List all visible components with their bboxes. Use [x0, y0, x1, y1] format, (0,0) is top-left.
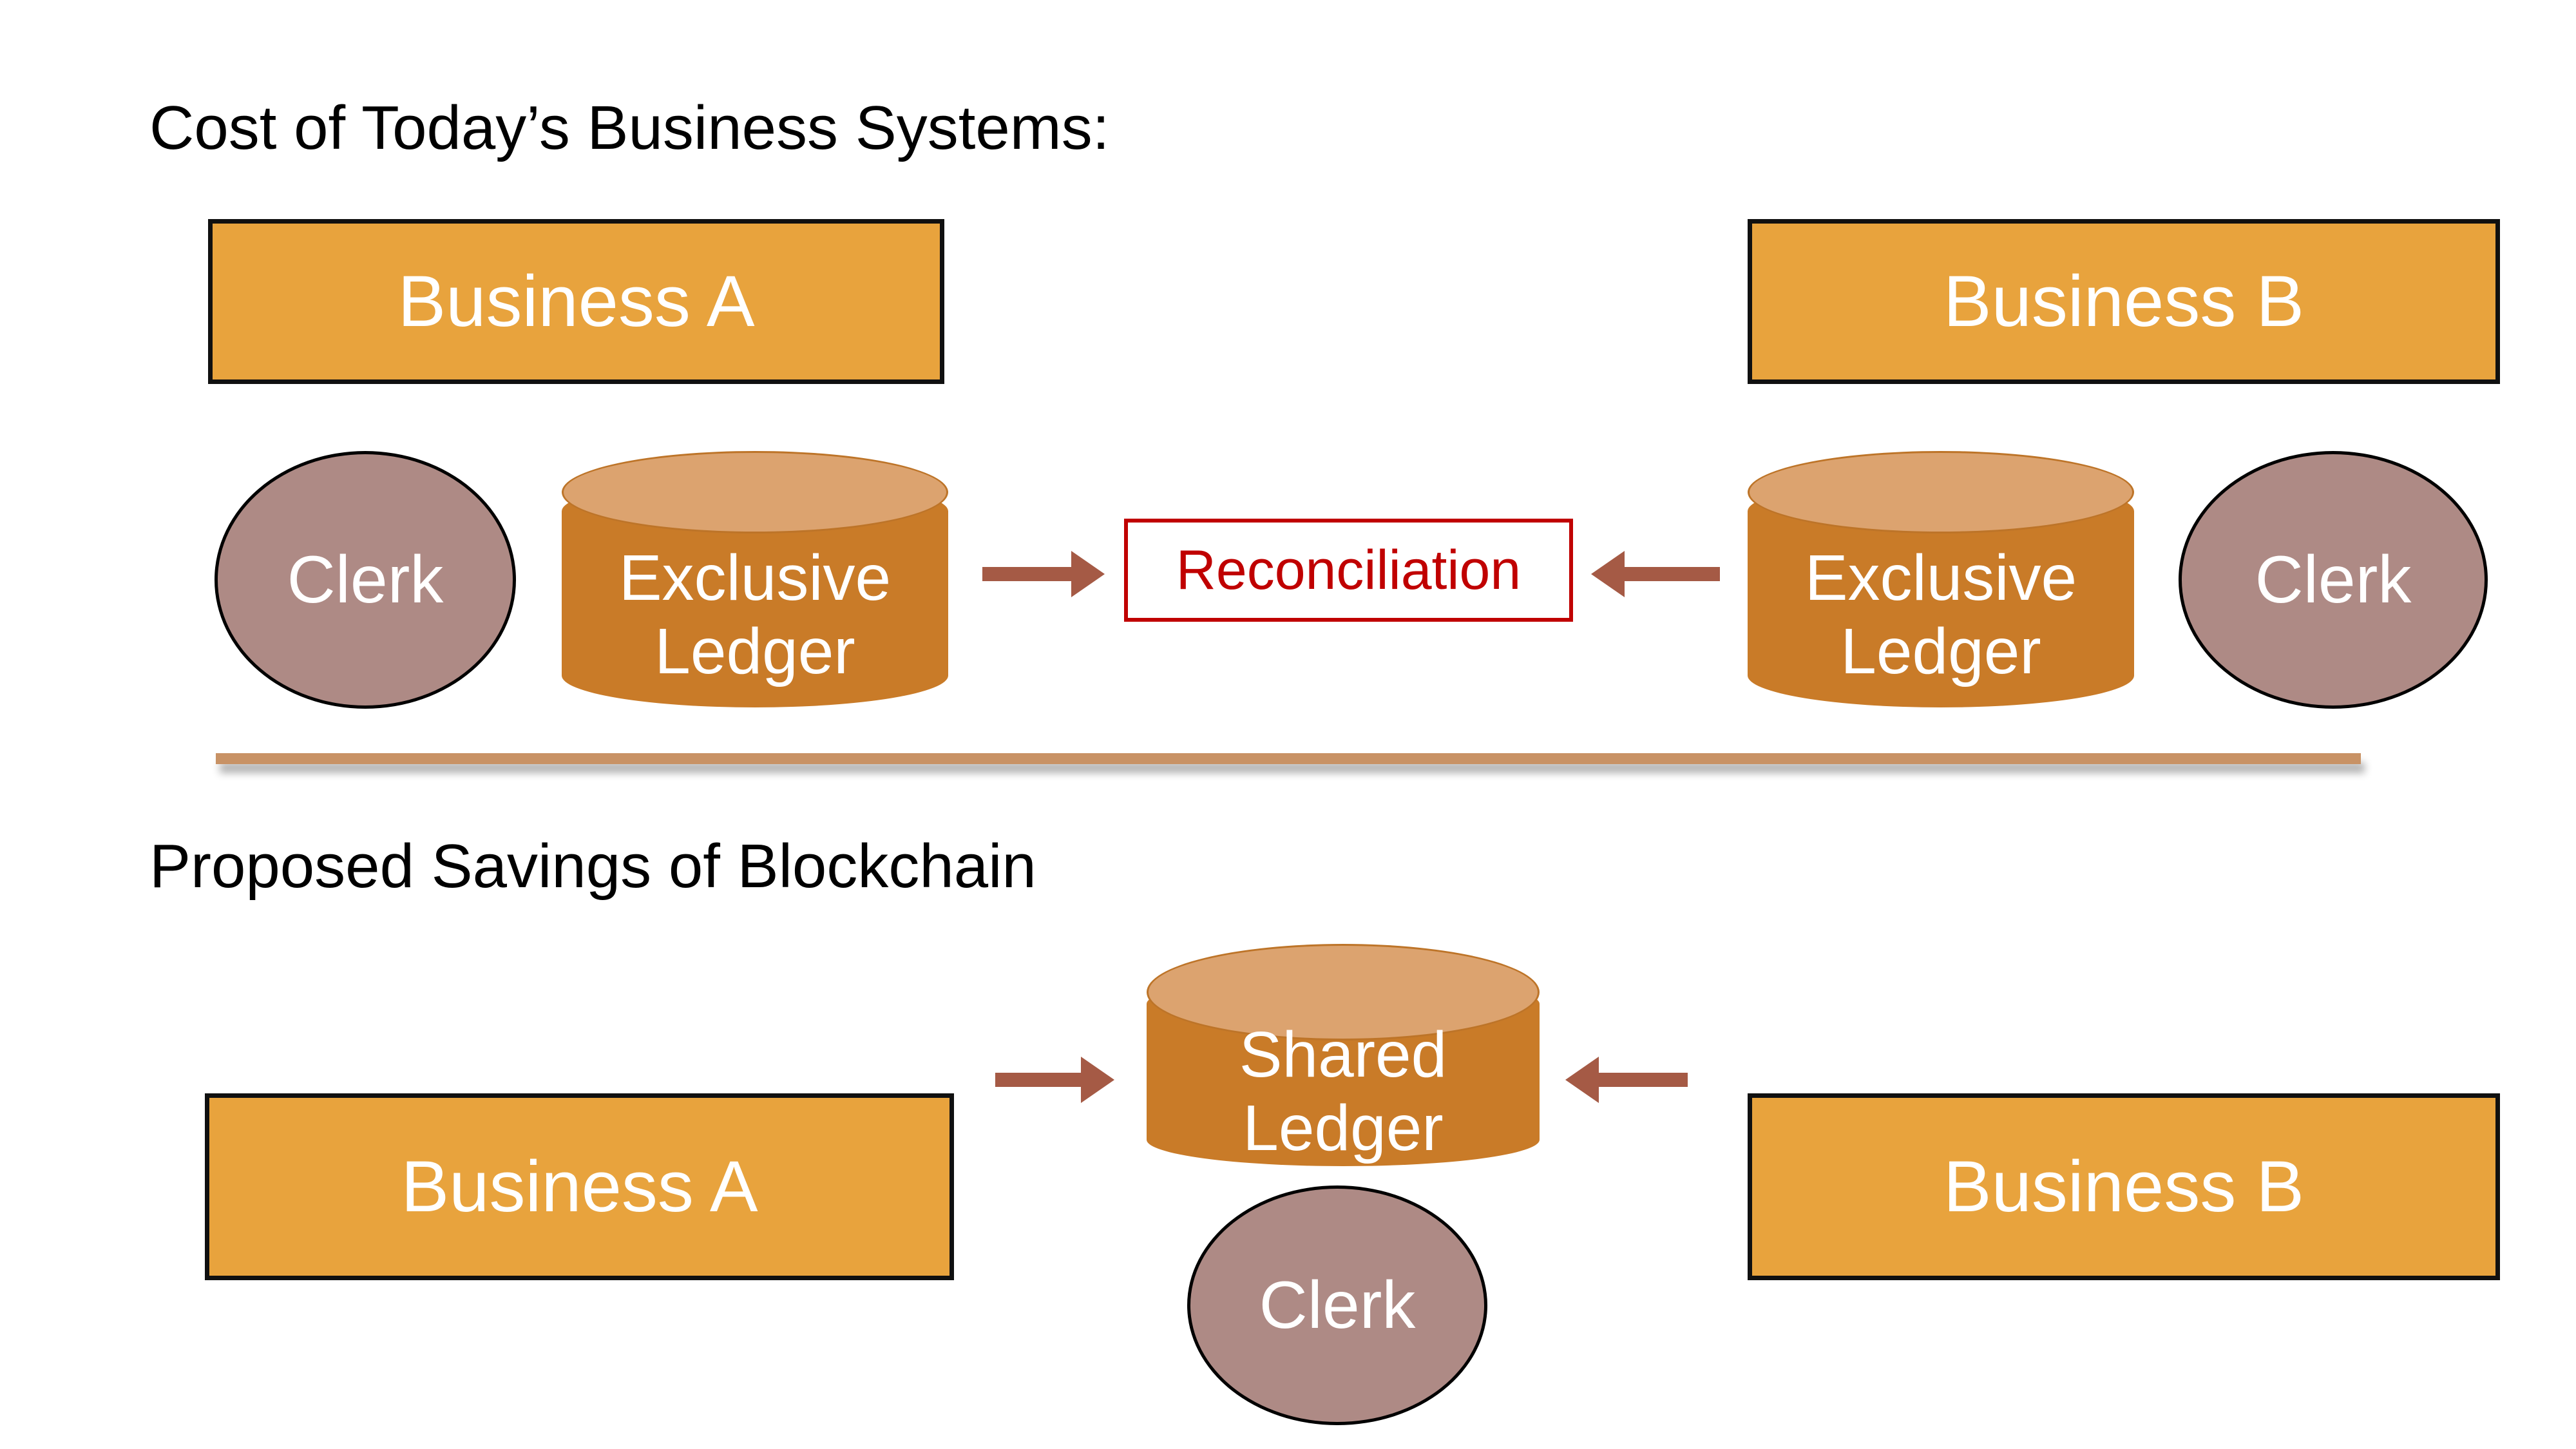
reconciliation-box[interactable]: Reconciliation — [1124, 519, 1573, 622]
arrow-shaft — [982, 567, 1075, 581]
reconciliation-label: Reconciliation — [1176, 539, 1522, 601]
arrow-head — [1591, 551, 1625, 597]
clerk-a-label-top: Clerk — [287, 542, 444, 617]
arrow-shaft — [1621, 567, 1720, 581]
business-a-box-bottom[interactable]: Business A — [205, 1093, 954, 1280]
arrow-head — [1081, 1057, 1114, 1103]
arrow-ledger-b-to-reconciliation-icon — [1591, 551, 1720, 597]
top-section-title: Cost of Today’s Business Systems: — [149, 93, 1110, 162]
arrow-shaft — [1595, 1073, 1688, 1087]
arrow-head — [1071, 551, 1105, 597]
clerk-shared-circle-bottom[interactable]: Clerk — [1187, 1185, 1487, 1425]
business-b-box-top[interactable]: Business B — [1748, 219, 2500, 384]
clerk-a-ellipse-top[interactable]: Clerk — [215, 451, 516, 709]
business-b-label-top: Business B — [1943, 261, 2305, 341]
arrow-shaft — [995, 1073, 1085, 1087]
arrow-business-a-to-shared-ledger-icon — [995, 1057, 1114, 1103]
arrow-business-b-to-shared-ledger-icon — [1565, 1057, 1688, 1103]
business-a-box-top[interactable]: Business A — [208, 219, 944, 384]
exclusive-ledger-b-label: Exclusive Ledger — [1804, 542, 2077, 687]
cylinder-top-ellipse — [562, 451, 948, 533]
arrow-head — [1565, 1057, 1599, 1103]
business-b-box-bottom[interactable]: Business B — [1748, 1093, 2500, 1280]
section-divider — [216, 753, 2361, 764]
shared-ledger-label: Shared Ledger — [1239, 1019, 1447, 1164]
shared-ledger-cylinder[interactable]: Shared Ledger — [1147, 944, 1540, 1166]
cylinder-top-ellipse — [1748, 451, 2134, 533]
clerk-shared-label: Clerk — [1259, 1268, 1416, 1343]
clerk-b-ellipse-top[interactable]: Clerk — [2179, 451, 2488, 709]
business-a-label-bottom: Business A — [401, 1146, 758, 1227]
clerk-b-label-top: Clerk — [2255, 542, 2412, 617]
cylinder-top-ellipse — [1147, 944, 1540, 1041]
arrow-ledger-a-to-reconciliation-icon — [982, 551, 1105, 597]
business-a-label-top: Business A — [397, 261, 755, 341]
exclusive-ledger-a-cylinder[interactable]: Exclusive Ledger — [562, 451, 948, 707]
bottom-section-title: Proposed Savings of Blockchain — [149, 832, 1036, 901]
business-b-label-bottom: Business B — [1943, 1146, 2305, 1227]
exclusive-ledger-a-label: Exclusive Ledger — [618, 542, 892, 687]
exclusive-ledger-b-cylinder[interactable]: Exclusive Ledger — [1748, 451, 2134, 707]
